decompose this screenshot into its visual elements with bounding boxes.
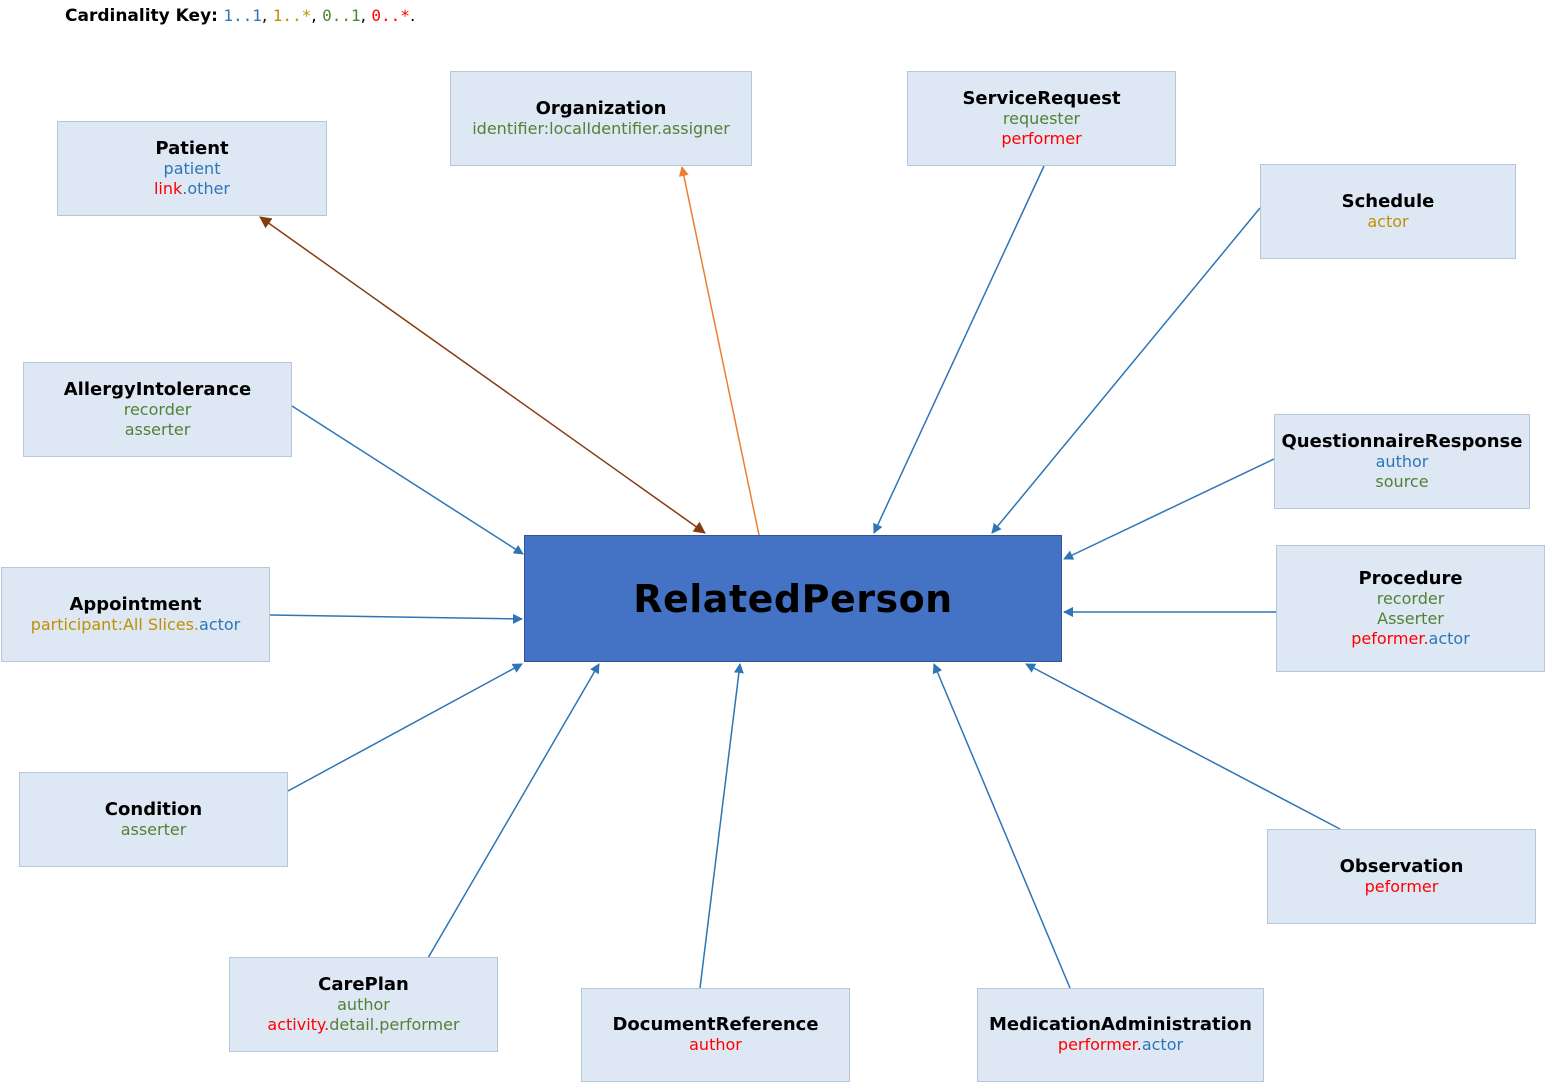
key-separator: , — [360, 6, 372, 26]
documentreference-node: DocumentReference author — [581, 988, 850, 1082]
field-part: activity. — [267, 1014, 330, 1034]
observation-link-arrow — [1025, 663, 1341, 830]
node-field: author — [337, 994, 390, 1014]
node-field: recorder — [123, 399, 192, 419]
node-field: author — [1375, 451, 1429, 471]
node-field: Asserter — [1377, 608, 1444, 628]
node-title: ServiceRequest — [962, 87, 1121, 109]
node-field: peformer.actor — [1351, 629, 1470, 649]
node-title: AllergyIntolerance — [63, 378, 252, 400]
medicationadministration-node: MedicationAdministration performer.actor — [977, 988, 1264, 1082]
node-field: participant:All Slices.actor — [31, 615, 241, 635]
cardinality-key-label: Cardinality Key: — [65, 6, 218, 26]
field-part: . — [182, 178, 188, 198]
field-part: actor — [1141, 1035, 1184, 1054]
condition-link-arrow — [287, 663, 523, 792]
careplan-link-arrow — [427, 663, 600, 959]
node-title: QuestionnaireResponse — [1281, 430, 1523, 452]
servicerequest-node: ServiceRequest requester performer — [907, 71, 1176, 166]
field-part: participant:All Slices. — [30, 614, 200, 634]
field-part: actor — [199, 614, 241, 634]
field-part: actor — [1428, 628, 1470, 648]
node-field: asserter — [124, 419, 191, 439]
node-field: recorder — [1376, 588, 1445, 608]
node-field: performer — [1001, 128, 1082, 148]
field-part: detail.performer — [329, 1014, 460, 1034]
node-field: activity.detail.performer — [267, 1015, 459, 1035]
node-field: actor — [1367, 211, 1409, 231]
node-field: requester — [1002, 108, 1081, 128]
node-field: peformer — [1364, 876, 1439, 896]
servicerequest-link-arrow — [873, 165, 1045, 534]
observation-node: Observation peformer — [1267, 829, 1536, 924]
cardinality-1-many: 1..* — [272, 6, 312, 25]
medadmin-link-arrow — [932, 663, 1071, 989]
organization-node: Organization identifier:localIdentifier.… — [450, 71, 752, 166]
node-field: source — [1375, 471, 1429, 491]
node-title: Organization — [535, 97, 667, 119]
field-part: other — [187, 178, 230, 198]
node-title: Procedure — [1358, 567, 1463, 589]
questionnaire-link-arrow — [1063, 458, 1275, 560]
node-field: patient — [163, 158, 221, 178]
node-field: asserter — [120, 819, 187, 839]
careplan-node: CarePlan author activity.detail.performe… — [229, 957, 498, 1052]
relatedperson-title: RelatedPerson — [633, 576, 953, 621]
node-title: Schedule — [1341, 190, 1435, 212]
node-title: Observation — [1339, 855, 1464, 877]
field-part: link — [153, 178, 183, 198]
key-separator: , — [261, 6, 273, 26]
node-title: MedicationAdministration — [989, 1014, 1252, 1035]
node-field: author — [689, 1035, 742, 1054]
procedure-node: Procedure recorder Asserter peformer.act… — [1276, 545, 1545, 672]
node-field: identifier:localIdentifier.assigner — [472, 118, 730, 138]
allergyintolerance-node: AllergyIntolerance recorder asserter — [23, 362, 292, 457]
allergy-link-arrow — [291, 405, 524, 555]
schedule-link-arrow — [991, 207, 1261, 534]
appointment-node: Appointment participant:All Slices.actor — [1, 567, 270, 662]
cardinality-1-1: 1..1 — [223, 6, 262, 25]
docref-link-arrow — [699, 663, 744, 989]
organization-link-arrow — [678, 166, 760, 536]
node-title: Patient — [155, 137, 229, 159]
appointment-link-arrow — [269, 613, 523, 624]
field-part: performer. — [1057, 1035, 1142, 1054]
cardinality-0-many: 0..* — [371, 6, 410, 25]
node-field: performer.actor — [1058, 1035, 1183, 1055]
node-field: link.other — [154, 179, 230, 199]
field-part: peformer. — [1351, 628, 1429, 648]
cardinality-0-1: 0..1 — [322, 6, 361, 25]
node-title: DocumentReference — [612, 1014, 819, 1035]
condition-node: Condition asserter — [19, 772, 288, 867]
key-separator: , — [311, 6, 323, 26]
cardinality-key: Cardinality Key: 1..1, 1..*, 0..1, 0..*. — [65, 6, 415, 26]
node-title: Appointment — [69, 593, 202, 615]
node-title: CarePlan — [318, 973, 409, 995]
node-title: Condition — [104, 798, 203, 820]
patient-link-arrow — [259, 216, 706, 534]
relatedperson-node: RelatedPerson — [524, 535, 1062, 662]
questionnaireresponse-node: QuestionnaireResponse author source — [1274, 414, 1530, 509]
schedule-node: Schedule actor — [1260, 164, 1516, 259]
key-end: . — [409, 6, 416, 26]
patient-node: Patient patient link.other — [57, 121, 327, 216]
